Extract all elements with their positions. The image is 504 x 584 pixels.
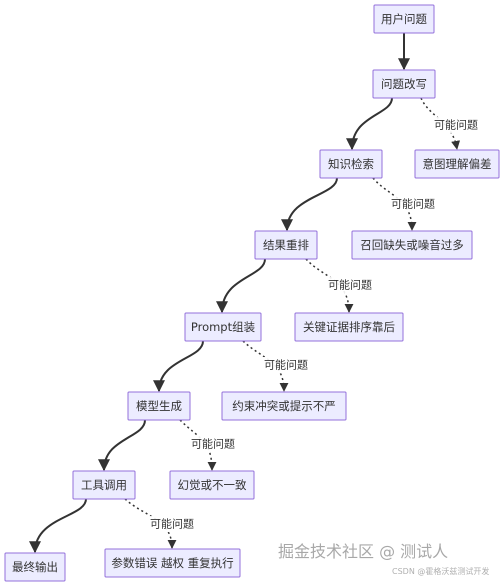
node-box [254, 230, 318, 260]
node-label: 知识检索 [328, 157, 374, 171]
node-box [169, 470, 255, 500]
edge-n5-i4 [242, 340, 289, 392]
edge-label-background [388, 196, 438, 212]
node-i3: 关键证据排序靠后 [294, 312, 404, 342]
node-label: 模型生成 [136, 399, 182, 413]
node-label: 最终输出 [12, 560, 58, 574]
edge-label-background [188, 436, 238, 452]
node-box [104, 548, 241, 578]
node-n5: Prompt组装 [184, 312, 262, 342]
edge-n2-n3 [346, 97, 393, 151]
edge-label-text: 可能问题 [328, 278, 372, 292]
node-i2: 召回缺失或噪音过多 [351, 230, 473, 260]
edge-label-n7-i6: 可能问题 [147, 516, 197, 532]
watermark-subtext: CSDN @霍格沃兹测试开发 [392, 567, 490, 576]
edge-label-text: 可能问题 [264, 358, 308, 372]
node-box [184, 312, 262, 342]
node-label: 关键证据排序靠后 [303, 320, 395, 334]
node-n3: 知识检索 [319, 149, 383, 179]
node-label: 幻觉或不一致 [178, 478, 247, 492]
node-box [373, 4, 435, 34]
edge-n7-n8 [29, 498, 87, 554]
edge-label-n3-i2: 可能问题 [388, 196, 438, 212]
edge-n6-n7 [98, 419, 146, 472]
node-label: 工具调用 [81, 478, 127, 492]
node-label: 结果重排 [263, 238, 309, 252]
edge-n4-n5 [216, 258, 266, 314]
node-n6: 模型生成 [127, 391, 191, 421]
edge-label-text: 可能问题 [191, 437, 235, 451]
edge-label-background [261, 357, 311, 373]
edge-label-background [431, 117, 481, 133]
edge-label-background [325, 277, 375, 293]
edge-n5-n6 [153, 340, 204, 393]
node-i1: 意图理解偏差 [414, 149, 500, 179]
edge-label-n2-i1: 可能问题 [431, 117, 481, 133]
node-i5: 幻觉或不一致 [169, 470, 255, 500]
node-box [127, 391, 191, 421]
edges-layer [29, 33, 461, 554]
node-label: Prompt组装 [191, 320, 256, 334]
node-label: 约束冲突或提示不严 [232, 399, 336, 413]
node-box [221, 391, 347, 421]
node-n8: 最终输出 [4, 552, 66, 582]
edge-n3-i2 [372, 177, 417, 231]
node-box [4, 552, 66, 582]
edge-n3-n4 [281, 177, 338, 232]
node-box [294, 312, 404, 342]
node-label: 用户问题 [381, 12, 427, 26]
node-box [414, 149, 500, 179]
edge-n2-i1 [420, 97, 461, 150]
node-box [319, 149, 383, 179]
watermark-text: 掘金技术社区 @ 测试人 [278, 542, 449, 561]
node-n1: 用户问题 [373, 4, 435, 34]
node-label: 召回缺失或噪音过多 [360, 238, 464, 252]
node-box [351, 230, 473, 260]
node-box [372, 69, 436, 99]
node-i6: 参数错误 越权 重复执行 [104, 548, 241, 578]
node-n2: 问题改写 [372, 69, 436, 99]
node-box [72, 470, 136, 500]
edge-label-n6-i5: 可能问题 [188, 436, 238, 452]
node-label: 问题改写 [381, 77, 427, 91]
node-n4: 结果重排 [254, 230, 318, 260]
edge-label-text: 可能问题 [150, 517, 194, 531]
node-i4: 约束冲突或提示不严 [221, 391, 347, 421]
node-label: 参数错误 越权 重复执行 [111, 556, 233, 570]
edge-label-background [147, 516, 197, 532]
node-n7: 工具调用 [72, 470, 136, 500]
edge-label-text: 可能问题 [434, 118, 478, 132]
edge-label-n5-i4: 可能问题 [261, 357, 311, 373]
edge-label-n4-i3: 可能问题 [325, 277, 375, 293]
node-label: 意图理解偏差 [423, 157, 492, 171]
edge-label-text: 可能问题 [391, 197, 435, 211]
